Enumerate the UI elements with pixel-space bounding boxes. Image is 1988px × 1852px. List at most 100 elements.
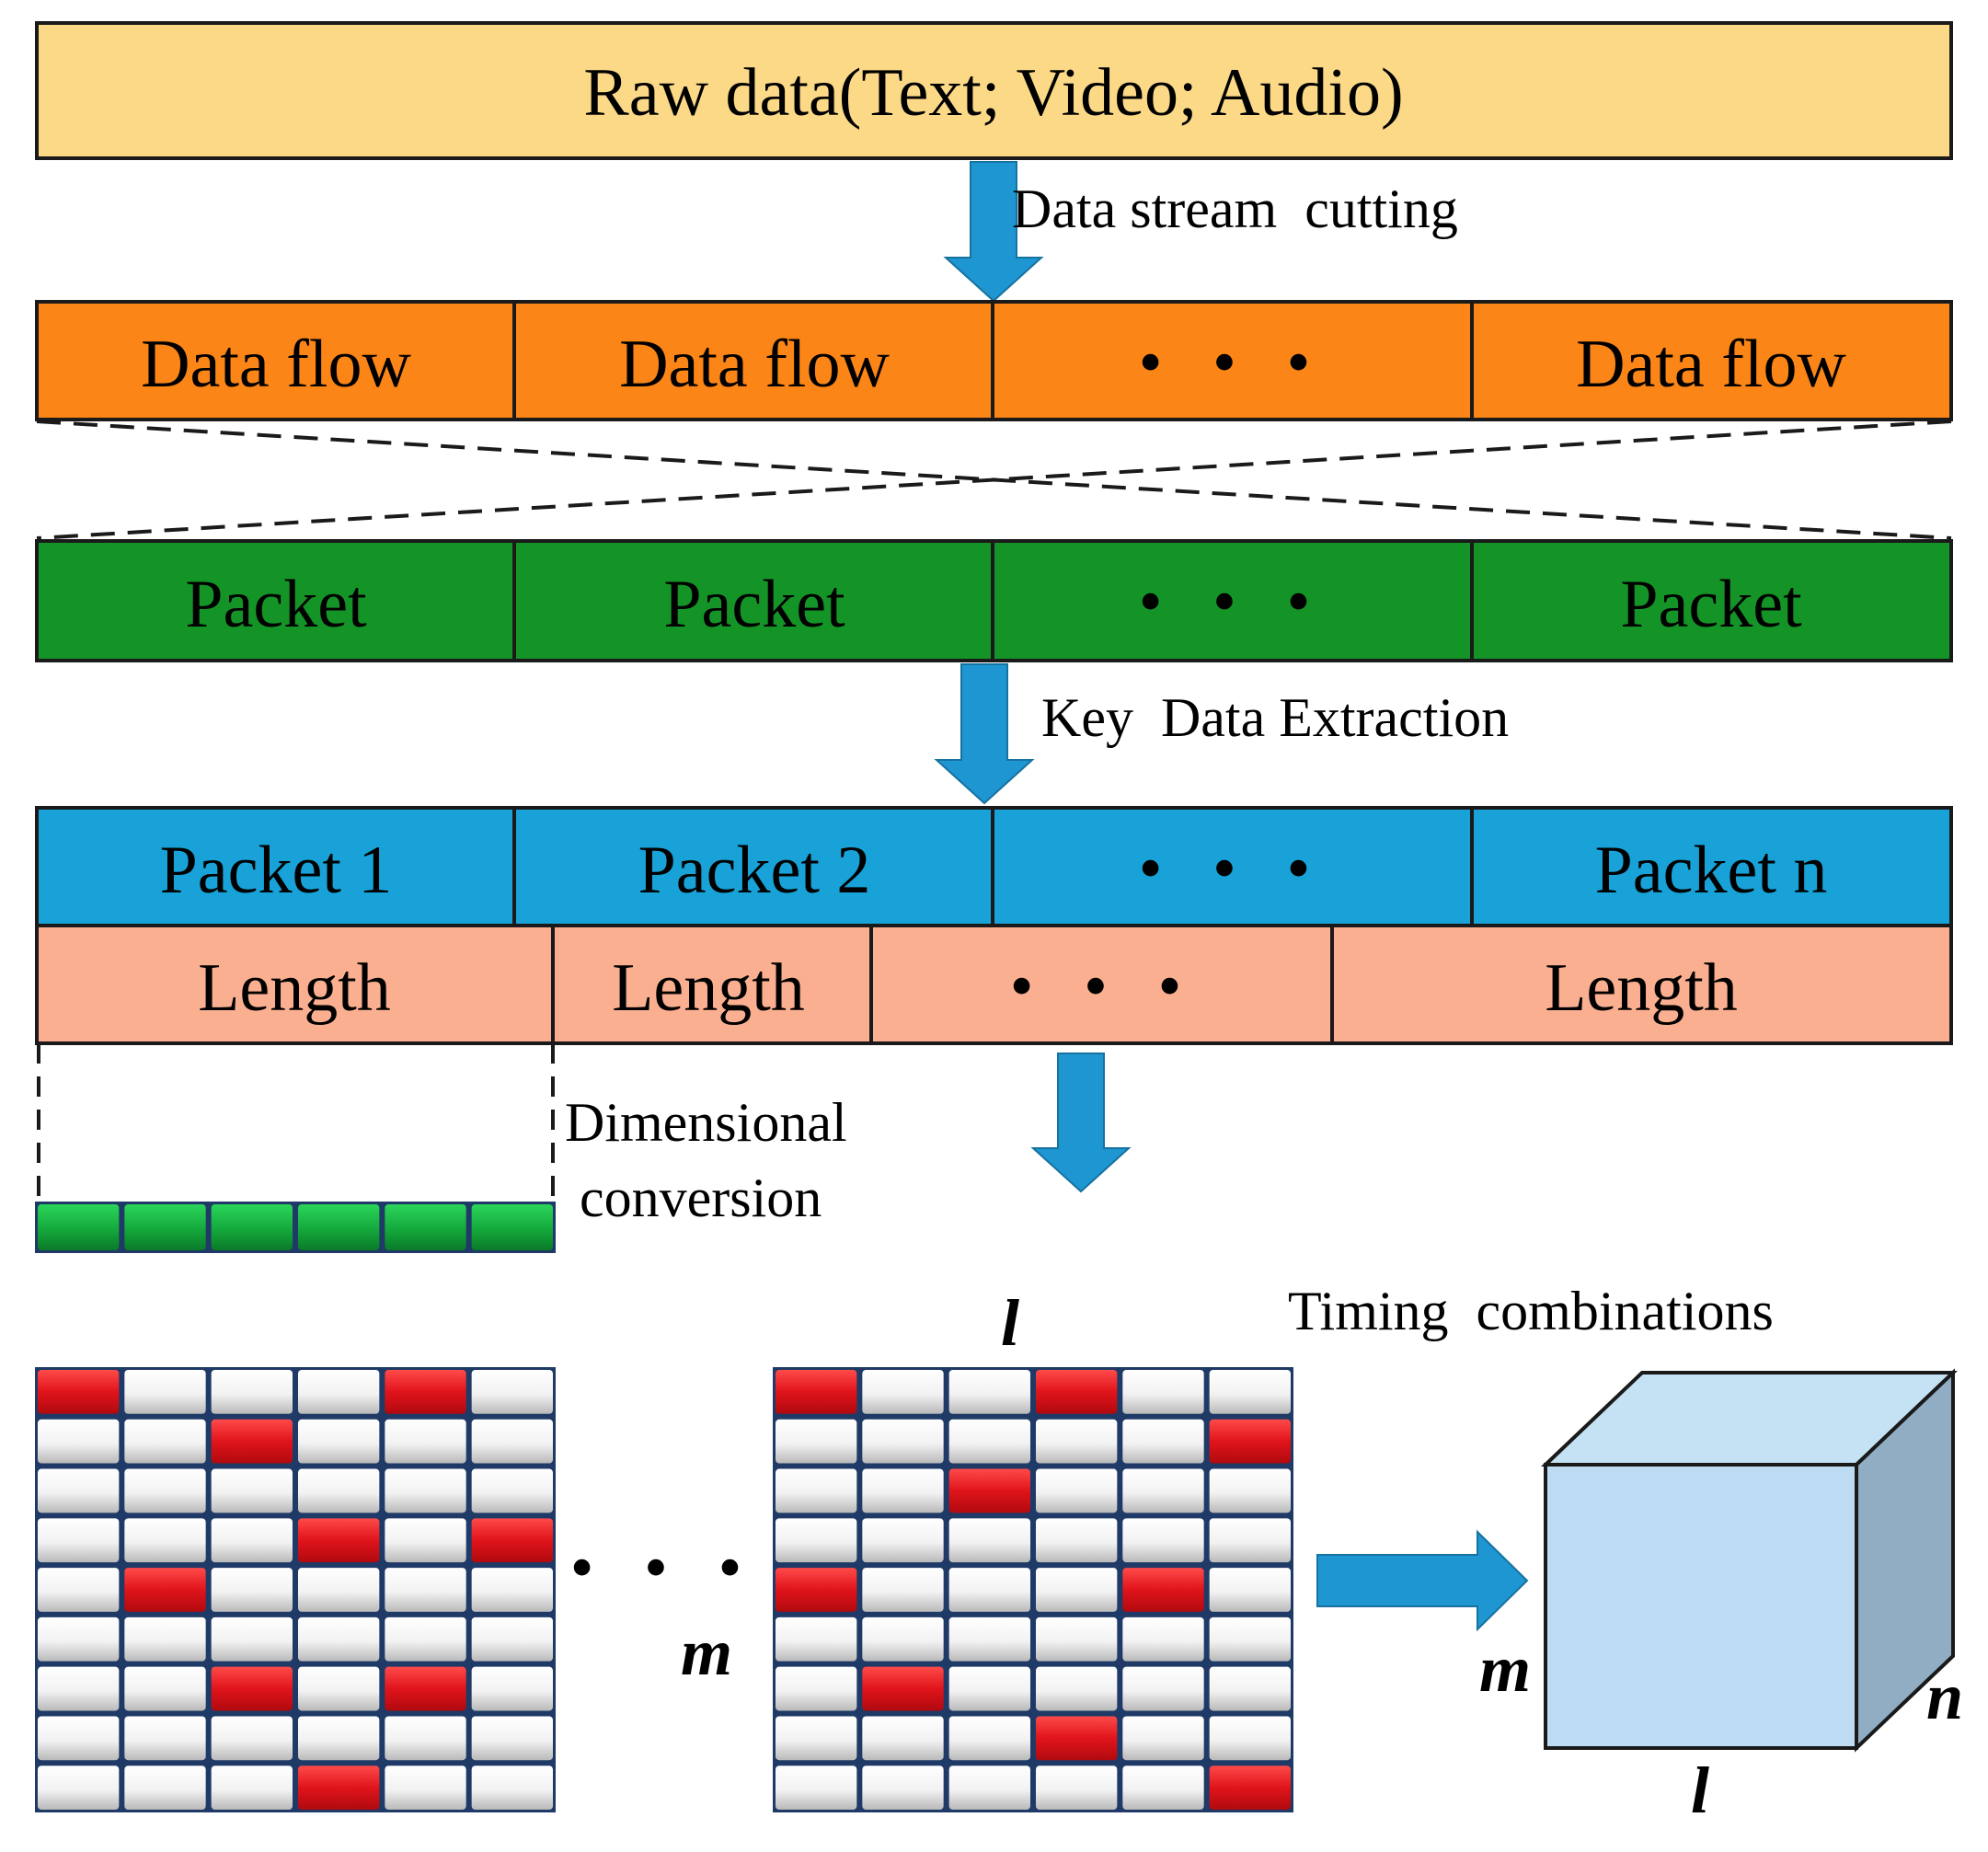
data-flow-cell: Data flow	[1576, 327, 1846, 402]
data-flow-row: Data flow Data flow • • • Data flow	[35, 300, 1953, 421]
matrix-cell	[471, 1370, 553, 1414]
matrix-cell	[862, 1518, 944, 1563]
matrix-cell	[385, 1716, 466, 1761]
matrix-cell	[1036, 1468, 1118, 1513]
matrix-cell-active	[862, 1666, 944, 1711]
matrix-cell-active	[776, 1370, 857, 1414]
cube-l-label: l	[1691, 1754, 1709, 1827]
matrix-cell	[385, 1766, 466, 1810]
matrix-cell	[776, 1766, 857, 1810]
data-flow-cell: Data flow	[619, 327, 890, 402]
matrix-cell	[776, 1666, 857, 1711]
packet-row: Packet Packet • • • Packet	[35, 539, 1953, 662]
matrix-cell-active	[1122, 1568, 1204, 1612]
green-strip-cell	[38, 1204, 120, 1250]
matrix-frame	[773, 1367, 1293, 1812]
packet-cell: Packet	[663, 567, 845, 642]
green-strip-cell	[298, 1204, 380, 1250]
matrix-cell	[948, 1370, 1030, 1414]
cutting-step-label: Data stream cutting	[1012, 178, 1458, 239]
matrix-cell	[211, 1468, 293, 1513]
matrix-cell	[298, 1616, 380, 1662]
cube-n-label: n	[1926, 1660, 1963, 1733]
tensor-cube	[1541, 1368, 1958, 1753]
matrix-ellipsis: • • •	[570, 1530, 759, 1605]
raw-data-box	[35, 21, 1953, 160]
matrix-m-label: m	[681, 1616, 732, 1689]
matrix-cell	[298, 1468, 380, 1513]
matrix-cell	[385, 1568, 466, 1612]
matrix-cell	[862, 1766, 944, 1810]
matrix-cell	[862, 1616, 944, 1662]
matrix-cell	[471, 1666, 553, 1711]
matrix-cell	[211, 1616, 293, 1662]
matrix-cell	[471, 1616, 553, 1662]
matrix-cell	[948, 1568, 1030, 1612]
matrix-cell-active	[298, 1518, 380, 1563]
data-flow-ellipsis: • • •	[1139, 325, 1327, 400]
matrix-cell	[124, 1468, 206, 1513]
matrix-cell	[1209, 1616, 1291, 1662]
matrix-cell-active	[776, 1568, 857, 1612]
matrix-cell	[1209, 1518, 1291, 1563]
matrix-cell	[298, 1419, 380, 1464]
packet-ellipsis: • • •	[1139, 564, 1327, 639]
matrix-cell-active	[1209, 1766, 1291, 1810]
matrix-cell	[1122, 1468, 1204, 1513]
matrix-cell	[948, 1666, 1030, 1711]
matrix-cell	[948, 1716, 1030, 1761]
numbered-packet-row: Packet 1 Packet 2 • • • Packet n	[35, 806, 1953, 927]
matrix-cell	[1122, 1616, 1204, 1662]
matrix-cell	[385, 1468, 466, 1513]
matrix-cell	[862, 1468, 944, 1513]
matrix-cell	[124, 1419, 206, 1464]
matrix-cell	[385, 1616, 466, 1662]
matrix-cell	[1036, 1616, 1118, 1662]
matrix-cell	[211, 1518, 293, 1563]
matrix-cell	[38, 1616, 120, 1662]
matrix-cell	[862, 1419, 944, 1464]
packet-cell: Packet	[1620, 567, 1802, 642]
matrix-cell	[862, 1716, 944, 1761]
matrix-cell-active	[298, 1766, 380, 1810]
matrix-cell	[776, 1518, 857, 1563]
timing-step-label: Timing combinations	[1288, 1281, 1774, 1341]
matrix-cell	[776, 1468, 857, 1513]
conversion-bracket	[37, 1043, 555, 1196]
matrix-l-label: l	[1001, 1286, 1019, 1360]
matrix-cell	[385, 1518, 466, 1563]
matrix-cell	[124, 1766, 206, 1810]
dimensional-label-line2: conversion	[580, 1168, 822, 1228]
matrix-cell-active	[211, 1666, 293, 1711]
matrix-cell-active	[385, 1370, 466, 1414]
matrix-frame	[35, 1367, 556, 1812]
matrix-cell	[776, 1419, 857, 1464]
matrix-cell	[471, 1716, 553, 1761]
matrix-cell	[211, 1766, 293, 1810]
matrix-cell-active	[385, 1666, 466, 1711]
matrix-cell	[211, 1716, 293, 1761]
matrix-cell	[1122, 1370, 1204, 1414]
matrix-cell	[38, 1568, 120, 1612]
length-ellipsis: • • •	[1010, 949, 1199, 1024]
matrix-cell	[948, 1518, 1030, 1563]
matrix-cell	[862, 1568, 944, 1612]
extraction-step-label: Key Data Extraction	[1041, 687, 1509, 748]
matrix-cell	[471, 1468, 553, 1513]
matrix-cell	[298, 1370, 380, 1414]
matrix-cell	[1036, 1419, 1118, 1464]
matrix-cell	[124, 1666, 206, 1711]
matrix-cell	[298, 1568, 380, 1612]
matrix-cell	[1209, 1370, 1291, 1414]
numbered-packet-cell: Packet 1	[160, 833, 393, 908]
length-row: Length Length • • • Length	[35, 924, 1953, 1045]
numbered-packet-cell: Packet n	[1595, 833, 1828, 908]
matrix-cell	[1122, 1518, 1204, 1563]
matrix-cell	[38, 1518, 120, 1563]
matrix-cell	[1209, 1468, 1291, 1513]
matrix-cell-active	[211, 1419, 293, 1464]
packet-cell: Packet	[185, 567, 367, 642]
matrix-cell	[211, 1370, 293, 1414]
green-strip-cell	[124, 1204, 206, 1250]
matrix-cell	[1209, 1716, 1291, 1761]
